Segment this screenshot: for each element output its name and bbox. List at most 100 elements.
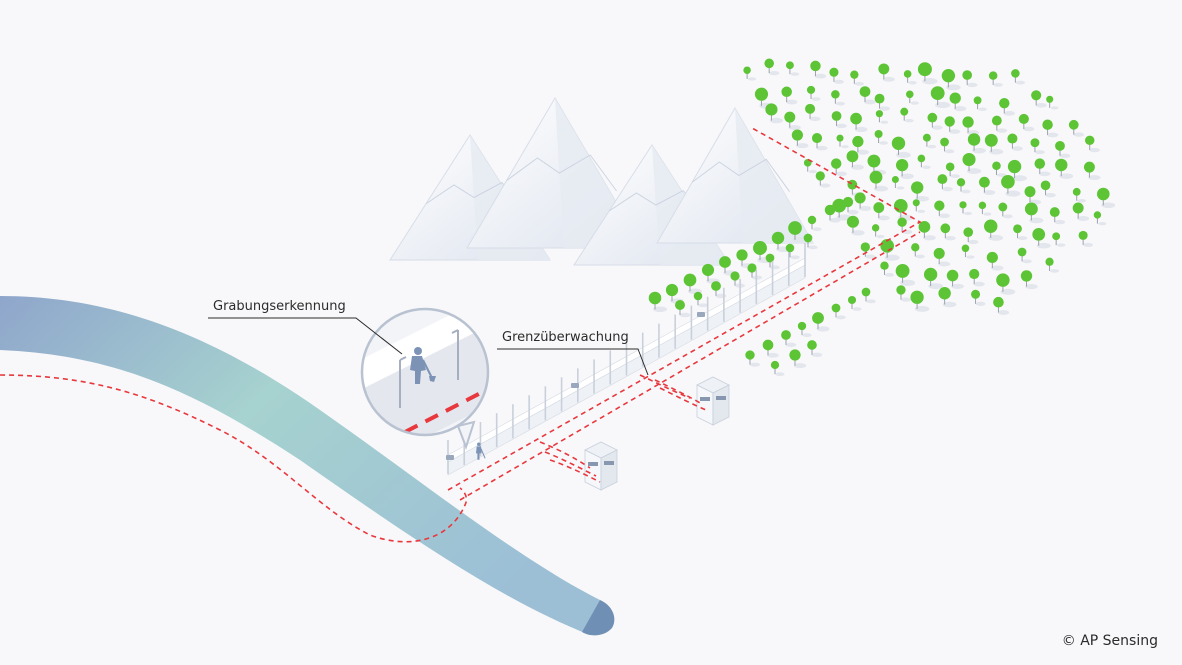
tree-icon <box>1024 186 1042 205</box>
tree-icon <box>940 137 955 154</box>
sensing-fiber-lines <box>0 127 922 543</box>
tree-icon <box>824 204 841 223</box>
tree-icon <box>962 70 978 88</box>
tree-icon <box>859 86 876 105</box>
tree-icon <box>900 107 914 123</box>
tree-icon <box>869 170 889 192</box>
tree-icon <box>812 312 830 332</box>
tree-icon <box>911 243 925 259</box>
tree-icon <box>1011 69 1026 85</box>
tree-icon <box>938 287 957 308</box>
digging-worker-icon <box>410 347 436 384</box>
callout-leaders <box>208 317 649 376</box>
tree-icon <box>648 291 667 313</box>
tree-icon <box>1055 140 1071 159</box>
tree-icon <box>978 201 992 216</box>
tree-icon <box>1017 247 1032 264</box>
tree-icon <box>803 233 818 250</box>
tree-icon <box>962 152 982 174</box>
tree-icon <box>743 66 757 81</box>
tree-icon <box>973 96 987 111</box>
tree-icon <box>1055 158 1074 179</box>
tree-icon <box>846 215 865 236</box>
tree-icon <box>917 62 938 85</box>
tree-icon <box>847 295 862 311</box>
tree-icon <box>912 199 926 213</box>
tree-icon <box>961 244 975 259</box>
tree-icon <box>829 67 844 84</box>
tree-icon <box>1042 119 1059 138</box>
tree-icon <box>830 158 847 177</box>
border-monitoring-label: Grenzüberwachung <box>502 330 629 345</box>
tree-icon <box>956 178 971 194</box>
tree-icon <box>762 339 779 358</box>
tree-icon <box>1072 187 1087 203</box>
tree-icon <box>1045 257 1060 273</box>
tree-icon <box>880 261 895 277</box>
tree-icon <box>1001 174 1021 197</box>
tree-icon <box>992 161 1007 177</box>
river <box>0 296 615 636</box>
tree-icon <box>934 200 951 219</box>
surveillance-camera-icon <box>446 312 705 460</box>
tree-icon <box>846 150 864 170</box>
tree-icon <box>1040 180 1056 198</box>
tree-icon <box>1083 161 1101 181</box>
tree-icon <box>831 90 846 106</box>
tree-icon <box>945 162 960 179</box>
tree-icon <box>984 219 1004 241</box>
tree-icon <box>836 134 849 149</box>
tree-icon <box>933 247 951 267</box>
tree-icon <box>1018 113 1035 132</box>
tree-icon <box>910 290 930 312</box>
tree-icon <box>745 350 761 367</box>
tree-icon <box>967 133 986 154</box>
tree-icon <box>1093 211 1107 226</box>
tree-icon <box>861 287 876 304</box>
tree-icon <box>785 61 800 76</box>
tree-icon <box>785 243 800 260</box>
tree-icon <box>971 289 986 306</box>
tree-icon <box>896 158 914 180</box>
tree-icon <box>850 112 868 133</box>
tree-icon <box>764 58 780 76</box>
tree-icon <box>675 300 691 318</box>
tree-icon <box>891 136 911 158</box>
tree-icon <box>1068 119 1085 137</box>
tree-icon <box>1085 135 1100 153</box>
tree-icon <box>911 181 929 202</box>
tree-icon <box>918 221 936 241</box>
tree-icon <box>805 103 821 122</box>
mountain-range <box>389 97 814 266</box>
tree-icon <box>770 360 785 376</box>
tree-icon <box>984 133 1004 155</box>
tree-icon <box>852 135 870 155</box>
tree-icon <box>1072 202 1090 221</box>
tree-icon <box>781 86 798 105</box>
tree-icon <box>930 86 951 109</box>
tree-icon <box>871 224 885 239</box>
tree-icon <box>874 93 890 111</box>
tree-icon <box>1052 232 1066 247</box>
tree-icon <box>923 267 943 290</box>
tree-icon <box>693 291 708 308</box>
guard-tower-icon <box>584 441 618 491</box>
digging-detection-label: Grabungserkennung <box>213 299 346 314</box>
tree-icon <box>917 154 931 169</box>
mountain-icon <box>656 107 814 244</box>
tree-icon <box>969 268 985 287</box>
tree-icon <box>860 242 876 259</box>
tree-icon <box>1024 202 1044 224</box>
tree-icon <box>895 264 916 286</box>
tree-icon <box>979 176 996 195</box>
tree-icon <box>747 263 763 280</box>
tree-icon <box>811 132 828 151</box>
forest <box>648 58 1116 376</box>
tree-icon <box>781 330 797 348</box>
tree-icon <box>1034 158 1051 177</box>
copyright-notice: © AP Sensing <box>1061 633 1158 649</box>
tree-icon <box>1031 90 1047 108</box>
tree-icon <box>991 115 1008 133</box>
